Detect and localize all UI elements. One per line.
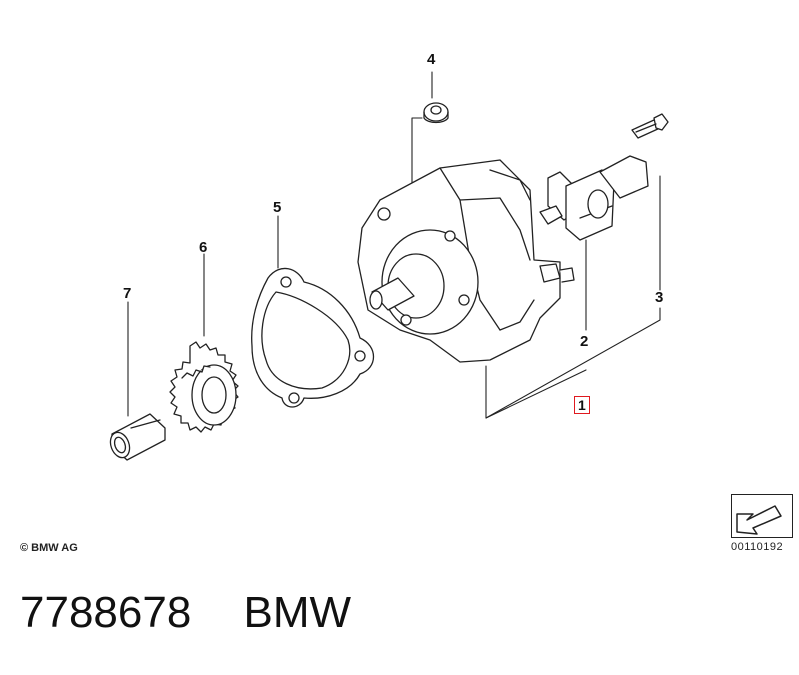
nav-arrow-icon (736, 505, 782, 535)
callout-5: 5 (273, 199, 282, 216)
part-1-pump (357, 159, 575, 363)
part-2-control-valve (539, 155, 649, 241)
callout-6: 6 (199, 239, 208, 256)
part-number: 7788678 (20, 588, 192, 637)
footer-caption: 7788678 BMW (20, 588, 351, 638)
brand-name: BMW (243, 588, 352, 637)
part-6-sprocket (169, 341, 239, 433)
callout-2: 2 (580, 333, 589, 350)
leader-lines (127, 71, 661, 419)
part-3-bolt (631, 113, 669, 139)
callout-4: 4 (427, 51, 436, 68)
callout-7: 7 (123, 285, 132, 302)
part-4-washer (423, 102, 449, 124)
part-7-sleeve (109, 413, 166, 461)
callout-1-highlighted[interactable]: 1 (574, 396, 590, 414)
copyright-notice: © BMW AG (20, 542, 78, 554)
part-5-gasket (251, 267, 375, 408)
diagram-code: 00110192 (731, 541, 784, 553)
callout-3: 3 (655, 289, 664, 306)
